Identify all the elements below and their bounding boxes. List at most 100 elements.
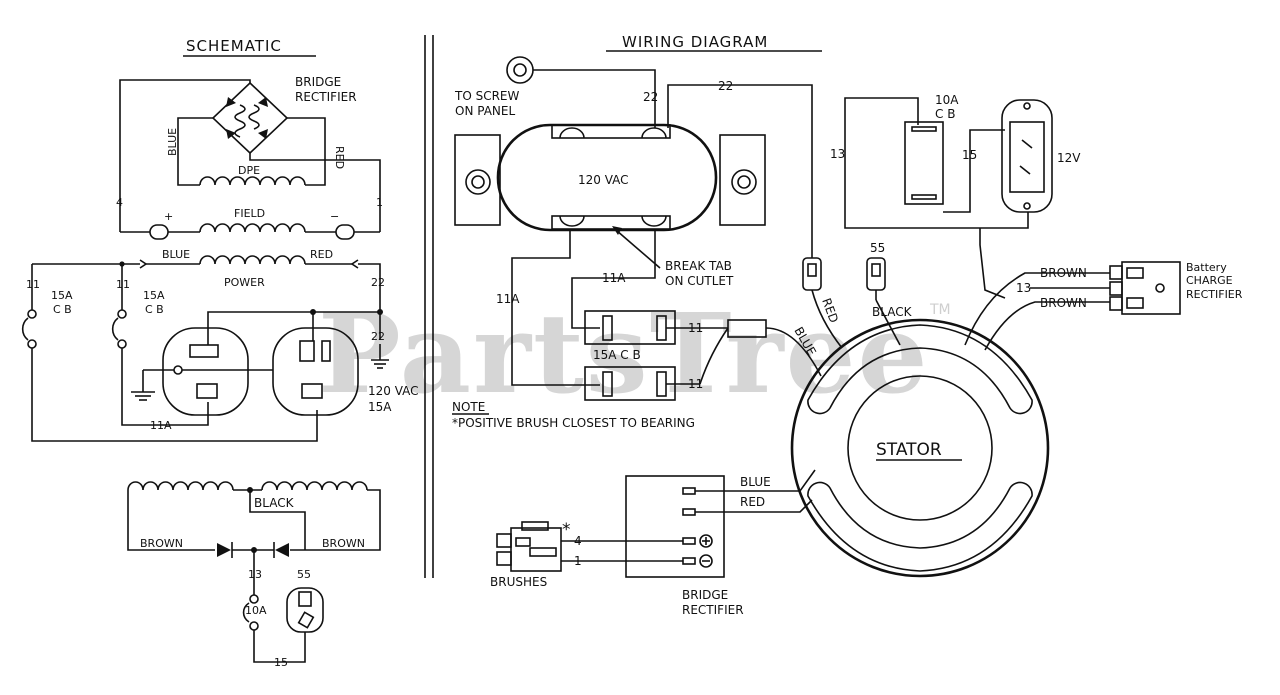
wiring-note-title: NOTE [452, 400, 485, 414]
schematic-dpe-label: DPE [238, 164, 260, 177]
wiring-screw-l2: ON PANEL [455, 104, 515, 118]
panel-divider [424, 35, 434, 578]
wiring-cb-15a: 15A C B [593, 348, 641, 362]
brush-plus-icon [149, 224, 169, 240]
wiring-cb-10a-l2: C B [935, 107, 955, 121]
wiring-brown-2: BROWN [1040, 296, 1087, 310]
wiring-11a-top: 11A [602, 271, 626, 285]
wiring-battery-rect-l3: RECTIFIER [1186, 288, 1243, 301]
schematic-wire-11a: 11A [150, 419, 172, 432]
schematic-bridge-label-2: RECTIFIER [295, 90, 357, 104]
schematic-wire-1: 1 [376, 196, 383, 209]
schematic-cb2-l2: C B [145, 303, 164, 316]
wiring-panel: WIRING DIAGRAM TO SCREW ON PANEL 22 22 [452, 33, 1243, 617]
wiring-battery-rect-l2: CHARGE [1186, 274, 1233, 287]
wiring-battery-rect-l1: Battery [1186, 261, 1227, 274]
wiring-wire-22-screw: 22 [643, 90, 658, 104]
schematic-minus: − [330, 210, 339, 223]
wiring-bridge-l1: BRIDGE [682, 588, 728, 602]
schematic-wire-11-a: 11 [26, 278, 40, 291]
charge-coil-right [261, 481, 368, 491]
wiring-stator-label: STATOR [876, 440, 942, 460]
stator-icon [790, 318, 1050, 578]
schematic-brown-right: BROWN [322, 537, 365, 550]
schematic-15a: 15A [368, 400, 392, 414]
wiring-wire-11-b: 11 [688, 377, 703, 391]
schematic-power-red: RED [310, 248, 333, 261]
wiring-brushes-label: BRUSHES [490, 575, 547, 589]
wiring-brush-4: 4 [574, 534, 582, 548]
schematic-field-label: FIELD [234, 207, 265, 220]
diode-left-icon [217, 542, 233, 558]
schematic-plus: + [164, 210, 173, 223]
wiring-title: WIRING DIAGRAM [622, 33, 768, 51]
wiring-break-tab-l2: ON CUTLET [665, 274, 734, 288]
wiring-wire-22-top: 22 [718, 79, 733, 93]
cb2-terminal-bottom [117, 339, 127, 349]
watermark-tm: TM [929, 302, 951, 318]
outlet-right-icon [272, 327, 359, 416]
wiring-wire-13: 13 [830, 147, 845, 161]
schematic-blue-label: BLUE [166, 128, 179, 156]
schematic-black-label: BLACK [254, 496, 295, 510]
wiring-wire-55: 55 [870, 241, 885, 255]
wiring-brown-1: BROWN [1040, 266, 1087, 280]
charge-coil-left [127, 481, 234, 491]
brush-minus-icon [335, 224, 355, 240]
schematic-wire-22-a: 22 [371, 276, 385, 289]
wiring-120vac: 120 VAC [578, 173, 629, 187]
schematic-brown-left: BROWN [140, 537, 183, 550]
connector-red-icon [802, 257, 822, 291]
schematic-bridge-label-1: BRIDGE [295, 75, 341, 89]
schematic-cb2-l1: 15A [143, 289, 165, 302]
schematic-power-blue: BLUE [162, 248, 190, 261]
wiring-wire-15: 15 [962, 148, 977, 162]
wiring-11a-left: 11A [496, 292, 520, 306]
wiring-note-text: *POSITIVE BRUSH CLOSEST TO BEARING [452, 416, 695, 430]
cb1-terminal-bottom [27, 339, 37, 349]
cb2-terminal-top [117, 309, 127, 319]
schematic-wire-4: 4 [116, 196, 123, 209]
receptacle-plate [454, 123, 766, 232]
wiring-screw-l1: TO SCREW [454, 89, 520, 103]
outlet-left-icon [162, 327, 249, 416]
wiring-12v: 12V [1057, 151, 1081, 165]
panel-screw-icon [506, 56, 534, 84]
wiring-black-label: BLACK [872, 305, 913, 319]
cb-10a-icon [904, 121, 944, 205]
dpe-coil [199, 176, 306, 186]
schematic-wire-22-b: 22 [371, 330, 385, 343]
plus-terminal-icon [699, 534, 713, 548]
schematic-power-label: POWER [224, 276, 265, 289]
schematic-cb1-l1: 15A [51, 289, 73, 302]
schematic-wire-13: 13 [248, 568, 262, 581]
schematic-wire-15: 15 [274, 656, 288, 669]
wiring-stator-red: RED [740, 495, 765, 509]
field-coil [199, 223, 306, 233]
wiring-bridge-l2: RECTIFIER [682, 603, 744, 617]
connector-black-icon [866, 257, 886, 291]
schematic-10a: 10A [245, 604, 267, 617]
battery-receptacle-icon [1001, 99, 1053, 213]
wiring-stator-blue: BLUE [740, 475, 771, 489]
wiring-brush-1: 1 [574, 554, 582, 568]
schematic-title: SCHEMATIC [186, 37, 282, 55]
wiring-wire-13-right: 13 [1016, 281, 1031, 295]
schematic-wire-55: 55 [297, 568, 311, 581]
schematic-cb1-l2: C B [53, 303, 72, 316]
wiring-cb-10a-l1: 10A [935, 93, 959, 107]
minus-terminal-icon [699, 554, 713, 568]
wiring-brush-asterisk: * [562, 520, 571, 540]
cb1-terminal-top [27, 309, 37, 319]
power-coil [199, 255, 306, 265]
diode-right-icon [273, 542, 289, 558]
wiring-wire-11-a: 11 [688, 321, 703, 335]
bridge-rectifier-symbol [211, 81, 289, 155]
schematic-red-label: RED [333, 146, 346, 169]
schematic-wire-11-b: 11 [116, 278, 130, 291]
schematic-120vac: 120 VAC [368, 384, 419, 398]
schematic-panel: SCHEMATIC BRIDGE RECTIFIER BLUE RED DPE … [21, 37, 419, 669]
battery-plug-icon [286, 587, 324, 633]
brushes-icon [496, 521, 562, 572]
